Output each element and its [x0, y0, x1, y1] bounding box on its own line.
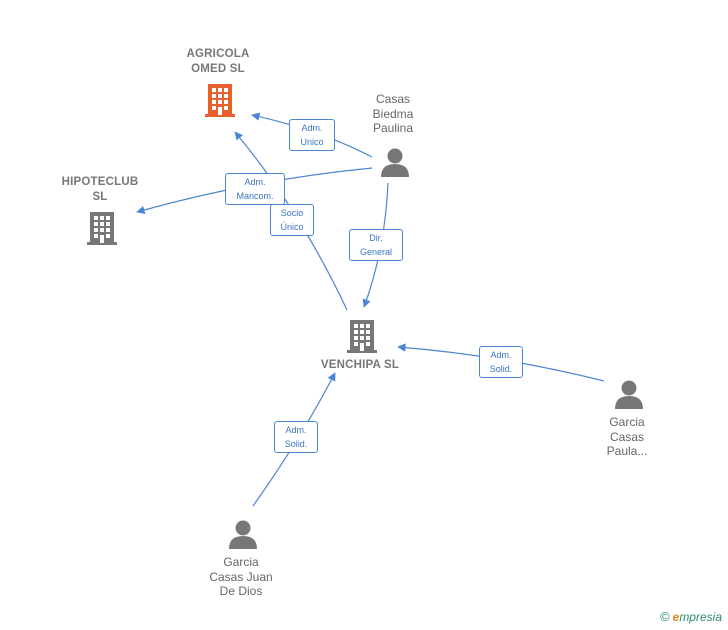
edge-label-line: Dir. [369, 233, 383, 243]
person-name-line: Garcia [609, 415, 645, 429]
person-icon[interactable] [381, 148, 409, 178]
person-name-line: Garcia [223, 555, 259, 569]
person-name-line: Biedma [372, 106, 414, 121]
edge-label-dir-general[interactable]: Dir. General [349, 229, 403, 261]
company-name-line: VENCHIPA SL [320, 359, 400, 371]
edge-label-line: Adm. [490, 350, 512, 360]
person-name-line: Casas Juan [209, 569, 273, 584]
company-name-line: OMED SL [191, 62, 245, 75]
edge-label-adm-mancom[interactable]: Adm. Mancom. [225, 173, 285, 205]
edge-label-adm-solid-juan[interactable]: Adm. Solid. [274, 421, 318, 453]
company-name-line: HIPOTECLUB [61, 176, 139, 188]
person-icon[interactable] [229, 520, 257, 550]
building-icon[interactable] [87, 212, 117, 245]
company-name-line: AGRICOLA [186, 48, 250, 60]
edge-label-adm-unico[interactable]: Adm. Unico [289, 119, 335, 151]
company-label-agricola[interactable]: AGRICOLA OMED SL [168, 47, 268, 76]
edge-label-line: Mancom. [236, 191, 274, 201]
brand-logo[interactable]: ©empresia [660, 609, 722, 624]
edge-label-line: Único [280, 222, 304, 232]
person-icon[interactable] [615, 380, 643, 410]
edge-label-line: Adm. [244, 177, 266, 187]
edge-label-line: Adm. [285, 425, 307, 435]
edge-label-socio-unico[interactable]: Socio Único [270, 204, 314, 236]
person-name-line: De Dios [219, 584, 263, 598]
company-name-line: SL [92, 190, 108, 203]
edge-label-line: Solid. [284, 439, 308, 449]
person-label-garcia-juan[interactable]: Garcia Casas Juan De Dios [196, 555, 286, 599]
person-name-line: Casas [375, 92, 410, 106]
building-icon[interactable] [347, 320, 377, 353]
copyright-icon: © [660, 609, 670, 624]
brand-name: mpresia [679, 610, 722, 624]
person-label-garcia-paula[interactable]: Garcia Casas Paula... [587, 415, 667, 459]
edge-label-line: Unico [300, 137, 324, 147]
person-name-line: Paula... [606, 444, 648, 458]
person-name-line: Paulina [372, 121, 414, 135]
brand-initial: e [672, 610, 680, 624]
edge-label-line: Solid. [489, 364, 513, 374]
edge-label-line: Adm. [301, 123, 323, 133]
company-label-hipoteclub[interactable]: HIPOTECLUB SL [50, 175, 150, 204]
edge-label-line: Socio [280, 208, 304, 218]
edge-label-adm-solid-paula[interactable]: Adm. Solid. [479, 346, 523, 378]
edge-label-line: General [359, 247, 393, 257]
building-icon[interactable] [205, 84, 235, 117]
company-label-venchipa[interactable]: VENCHIPA SL [310, 358, 410, 373]
person-name-line: Casas [609, 429, 644, 444]
person-label-casas-biedma[interactable]: Casas Biedma Paulina [353, 92, 433, 136]
